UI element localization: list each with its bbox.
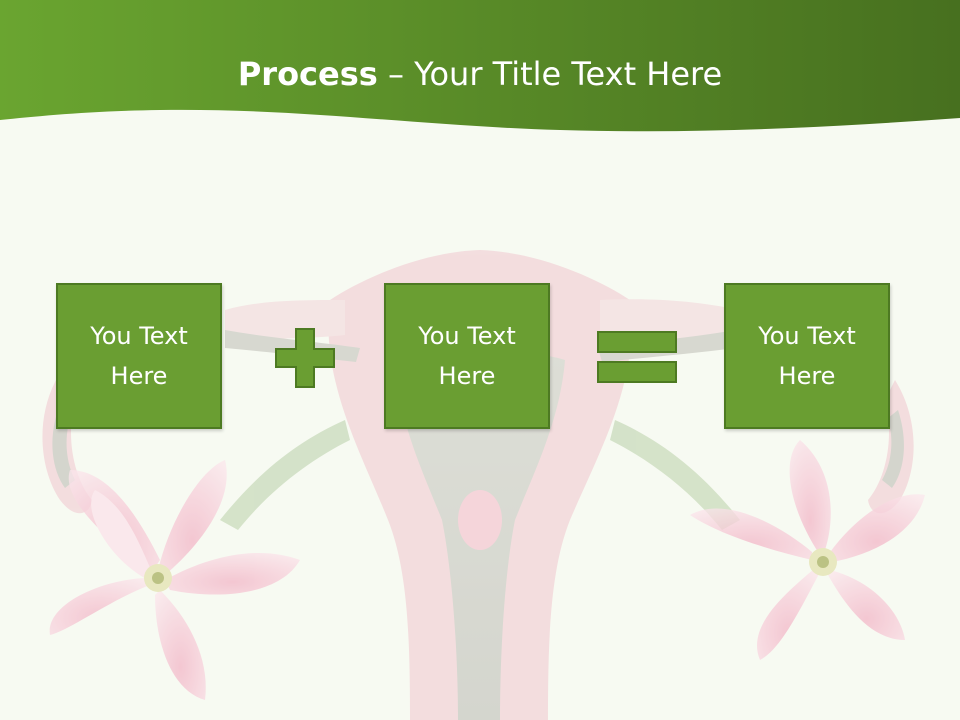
title-bold-part: Process bbox=[237, 55, 378, 93]
process-box-2-text: You Text Here bbox=[418, 322, 516, 390]
process-box-1-text: You Text Here bbox=[90, 322, 188, 390]
process-box-2[interactable]: You Text Here bbox=[384, 283, 550, 429]
process-box-1[interactable]: You Text Here bbox=[56, 283, 222, 429]
flower-illustration-left bbox=[49, 460, 300, 700]
process-box-3[interactable]: You Text Here bbox=[724, 283, 890, 429]
process-box-3-text: You Text Here bbox=[758, 322, 856, 390]
flower-illustration-right bbox=[690, 440, 925, 660]
equals-icon bbox=[597, 331, 677, 383]
plus-icon bbox=[275, 328, 335, 388]
slide-title: Process – Your Title Text Here bbox=[0, 52, 960, 96]
title-rest-part: – Your Title Text Here bbox=[377, 55, 723, 93]
